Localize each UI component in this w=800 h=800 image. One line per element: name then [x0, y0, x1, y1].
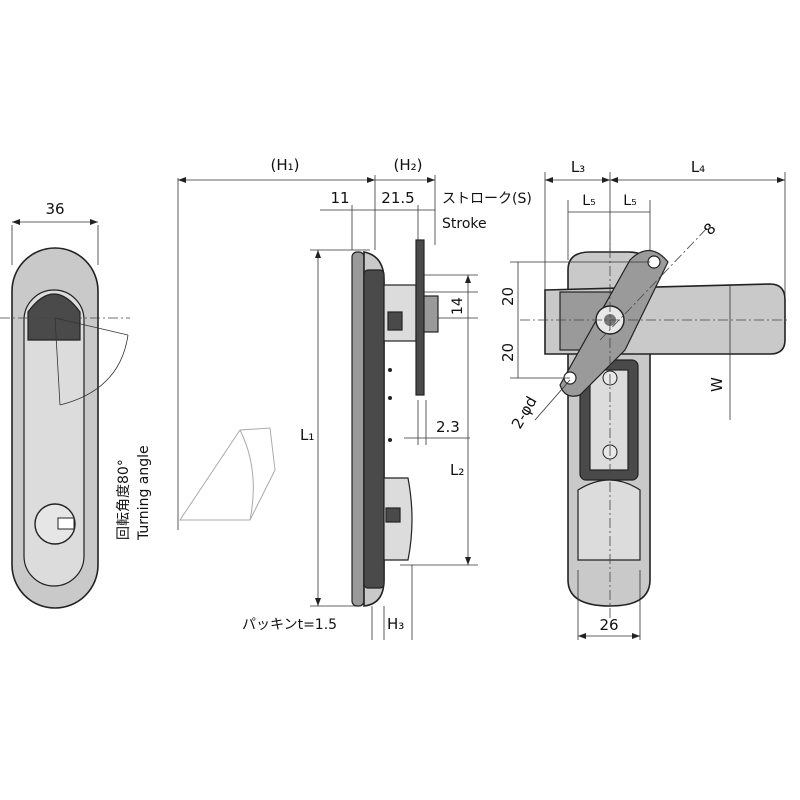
l1-dim: L₁	[300, 426, 314, 444]
h1-dim: (H₁)	[271, 156, 300, 174]
dim-21-5: 21.5	[381, 189, 414, 207]
side-view: (H₁) (H₂) 11 21.5 ストローク(S) Stroke L₁ L₂	[177, 156, 532, 640]
front-view: 36	[0, 200, 130, 609]
key-cylinder	[34, 503, 76, 545]
gasket-label: パッキンt=1.5	[242, 617, 337, 633]
rear-view: L₃ L₄ L₅ L₅ 20 20 8	[499, 158, 790, 640]
dim-8: 8	[700, 219, 719, 238]
turning-angle-en: Turning angle	[136, 445, 152, 541]
w-dim: W	[708, 377, 726, 392]
h3-dim: H₃	[387, 615, 404, 633]
dim-2-3: 2.3	[436, 418, 460, 436]
dim-26: 26	[599, 616, 618, 634]
l5-right-dim: L₅	[623, 193, 636, 209]
rotation-label: 回転角度80° Turning angle	[116, 445, 152, 541]
gasket-plate	[351, 251, 365, 607]
dim-20-bottom: 20	[499, 343, 517, 362]
l2-dim: L₂	[450, 461, 464, 479]
l4-dim: L₄	[691, 158, 705, 176]
dim-20-top: 20	[499, 287, 517, 306]
rear-lower-cam	[577, 479, 641, 561]
stroke-label-en: Stroke	[442, 216, 487, 232]
dim-14: 14	[450, 297, 466, 315]
side-cam-plate	[415, 239, 425, 396]
l5-left-dim: L₅	[582, 193, 595, 209]
turning-angle-jp: 回転角度80°	[116, 459, 132, 540]
h2-dim: (H₂)	[394, 156, 423, 174]
key-slot	[57, 517, 75, 530]
dim-11: 11	[330, 189, 349, 207]
front-width-dim: 36	[45, 200, 64, 218]
l3-dim: L₃	[571, 158, 585, 176]
stroke-label-jp: ストローク(S)	[442, 191, 532, 207]
hole-dim: 2-φd	[508, 393, 541, 432]
